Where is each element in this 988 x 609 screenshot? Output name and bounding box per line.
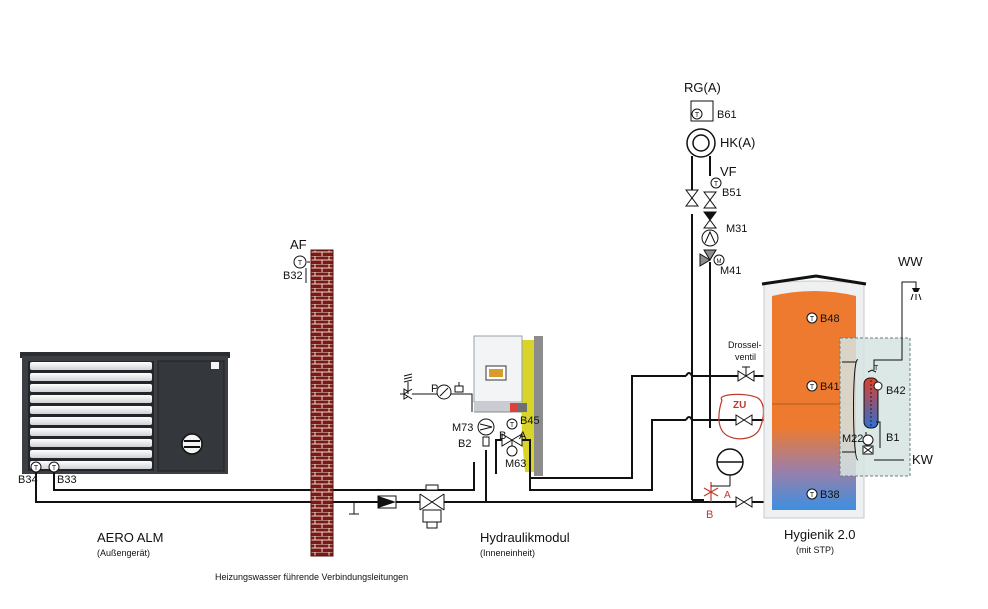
label-drossel-1: Drossel- [728, 340, 762, 350]
caption-hyg-title: Hygienik 2.0 [784, 527, 856, 542]
sensor-b51: T [710, 177, 722, 189]
label-b51: B51 [722, 187, 742, 199]
label-b38: B38 [820, 489, 840, 501]
label-b45: B45 [520, 415, 540, 427]
label-b61: B61 [717, 109, 737, 121]
sensor-b33: T [48, 461, 60, 473]
label-af: AF [290, 237, 307, 252]
drain-symbol [349, 502, 359, 515]
caption-hyg-sub: (mit STP) [796, 545, 834, 555]
fresh-water-station: T [839, 281, 911, 477]
label-drossel-2: ventil [735, 352, 756, 362]
mixing-valve-m41: M [699, 249, 725, 267]
label-m73: M73 [452, 422, 473, 434]
label-valve-b: B [499, 430, 506, 442]
brick-wall [310, 249, 334, 557]
svg-text:T: T [810, 316, 815, 323]
pump-m31 [701, 229, 719, 247]
shutoff-valve-middle [735, 414, 753, 426]
label-m41: M41 [720, 265, 741, 277]
label-p: P [431, 383, 438, 395]
label-b32: B32 [283, 270, 303, 282]
caption-bottom: Heizungswasser führende Verbindungsleitu… [215, 572, 408, 582]
shutoff-valve-return-hk [685, 189, 699, 207]
sensor-b48: T [806, 312, 818, 324]
expansion-vessel [711, 448, 744, 487]
label-m22: M22 [842, 433, 863, 445]
annotation-mixer [703, 482, 719, 502]
shutoff-valve-flow-hk [703, 191, 717, 209]
svg-text:M: M [717, 259, 722, 265]
sensor-b45 [510, 403, 527, 412]
svg-text:T: T [810, 492, 815, 499]
caption-aero-sub: (Außengerät) [97, 548, 150, 558]
caption-hydro-sub: (Inneneinheit) [480, 548, 535, 558]
label-vf: VF [720, 164, 737, 179]
label-valve-a: A [519, 430, 527, 442]
svg-text:T: T [695, 112, 700, 119]
heating-circuit [685, 156, 711, 501]
check-valve [377, 495, 397, 509]
label-m63: M63 [505, 458, 526, 470]
dirt-separator [419, 484, 445, 529]
label-b42: B42 [886, 385, 906, 397]
label-b48: B48 [820, 313, 840, 325]
caption-aero-title: AERO ALM [97, 530, 163, 545]
sensor-b41: T [806, 380, 818, 392]
label-zu: ZU [733, 400, 746, 411]
label-hand-b: B [706, 509, 713, 521]
annotation-zu [718, 393, 765, 440]
label-m31: M31 [726, 223, 747, 235]
outdoor-unit [20, 352, 230, 474]
label-ww: WW [898, 254, 923, 269]
svg-text:T: T [34, 465, 39, 472]
label-hand-a: A [724, 490, 731, 501]
room-controller: T [690, 100, 714, 122]
label-b1: B1 [886, 432, 899, 444]
circulation-pump-m73 [477, 418, 495, 447]
label-b33: B33 [57, 474, 77, 486]
svg-text:T: T [510, 422, 515, 429]
svg-text:T: T [298, 260, 303, 267]
safety-group [400, 373, 473, 412]
label-b41: B41 [820, 381, 840, 393]
hygienik-tank [761, 274, 867, 519]
check-valve-m31 [703, 211, 717, 229]
svg-text:T: T [810, 384, 815, 391]
svg-text:T: T [714, 181, 719, 188]
throttle-valve [737, 366, 755, 382]
sensor-b34: T [30, 461, 42, 473]
svg-text:T: T [874, 365, 879, 372]
sensor-b38: T [806, 488, 818, 500]
sensor-af: T [293, 255, 310, 283]
fan-icon [181, 433, 203, 455]
shutoff-valve-bottom [735, 496, 753, 508]
label-b34: B34 [18, 474, 38, 486]
caption-hydro-title: Hydraulikmodul [480, 530, 570, 545]
label-kw: KW [912, 452, 934, 467]
lamella-grille [28, 361, 154, 471]
shower-icon [908, 281, 922, 301]
sensor-t-module: T [506, 418, 518, 430]
label-b2: B2 [458, 438, 471, 450]
svg-text:T: T [52, 465, 57, 472]
switching-valve-m63 [501, 433, 523, 457]
label-hk: HK(A) [720, 135, 755, 150]
radiator-hk [686, 128, 716, 158]
label-rg: RG(A) [684, 80, 721, 95]
